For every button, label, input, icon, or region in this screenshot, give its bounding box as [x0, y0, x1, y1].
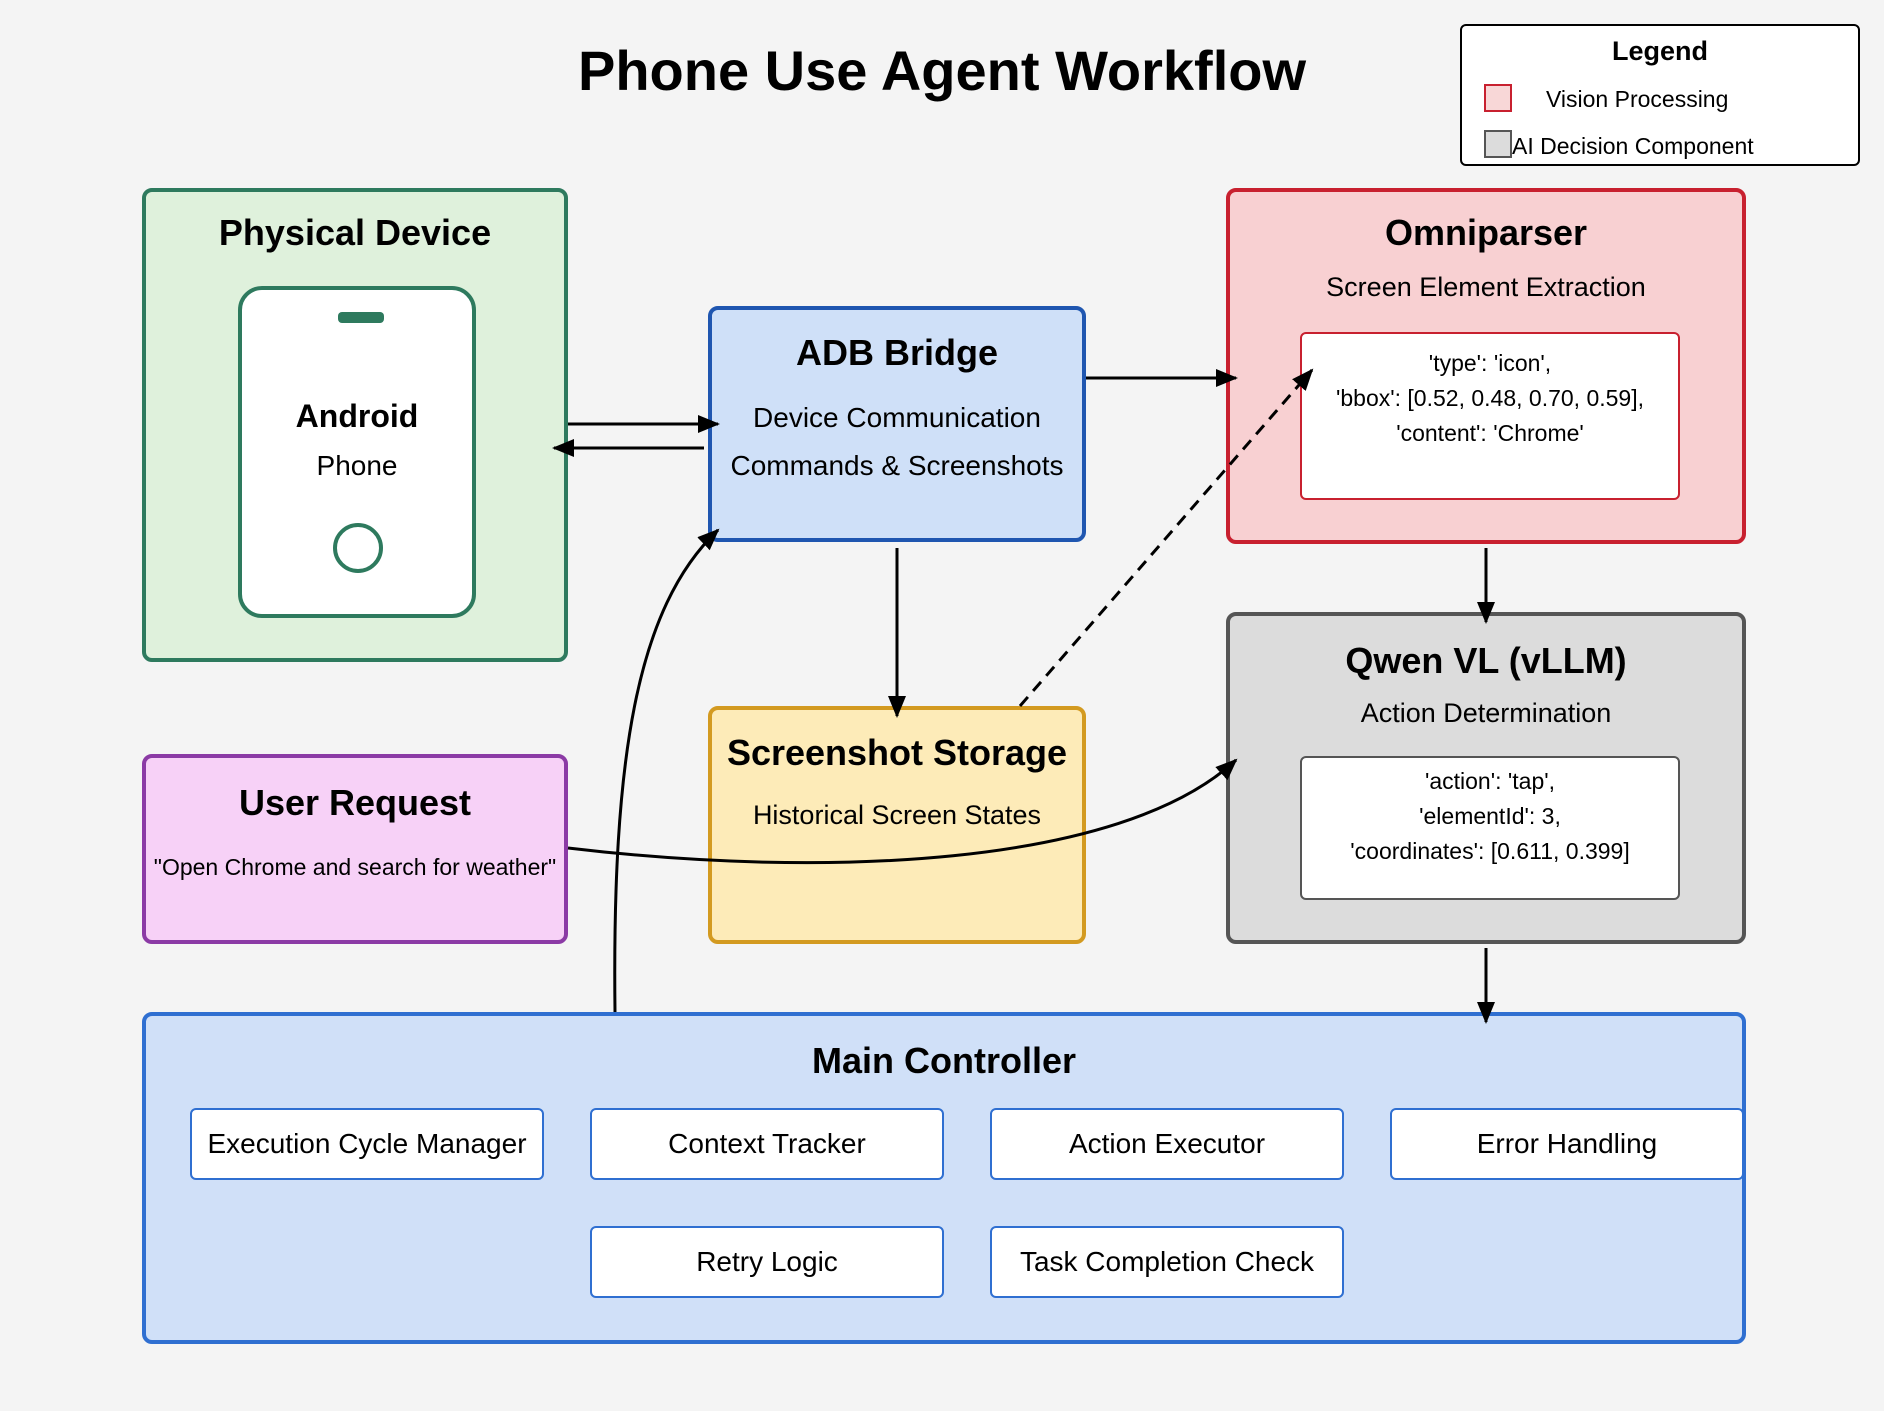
component-retry-logic: Retry Logic [590, 1226, 944, 1298]
legend-swatch-ai [1484, 130, 1512, 158]
qwen-vl-output-line: 'elementId': 3, [1419, 803, 1561, 829]
screenshot-storage-title: Screenshot Storage [726, 732, 1068, 773]
arrow-controller-to-adb [613, 528, 720, 1013]
diagram-title: Phone Use Agent Workflow [577, 39, 1307, 102]
physical-device-title: Physical Device [218, 212, 492, 253]
screenshot-storage-subtitle: Historical Screen States [752, 800, 1042, 830]
omniparser-output-line: 'content': 'Chrome' [1396, 420, 1584, 446]
adb-bridge-line2: Commands & Screenshots [730, 450, 1064, 481]
user-request-title: User Request [238, 782, 472, 823]
phone-title: Android [295, 398, 419, 434]
phone-home-button-icon [333, 523, 383, 573]
adb-bridge-title: ADB Bridge [795, 332, 998, 373]
omniparser-title: Omniparser [1384, 212, 1588, 253]
qwen-vl-output-card: 'action': 'tap', 'elementId': 3, 'coordi… [1300, 756, 1680, 900]
legend: Legend Vision Processing AI Decision Com… [1460, 24, 1860, 166]
user-request-text: "Open Chrome and search for weather" [153, 854, 557, 880]
phone-frame: Android Phone [238, 286, 476, 618]
main-controller-title: Main Controller [811, 1040, 1076, 1081]
omniparser-box: Omniparser Screen Element Extraction 'ty… [1226, 188, 1746, 544]
phone-speaker-icon [338, 312, 384, 323]
omniparser-output-line: 'type': 'icon', [1428, 350, 1552, 376]
component-execution-cycle-manager: Execution Cycle Manager [190, 1108, 544, 1180]
legend-swatch-vision [1484, 84, 1512, 112]
omniparser-subtitle: Screen Element Extraction [1326, 272, 1646, 302]
phone-subtitle: Phone [316, 450, 398, 481]
adb-bridge-box: ADB Bridge Device Communication Commands… [708, 306, 1086, 542]
omniparser-output-card: 'type': 'icon', 'bbox': [0.52, 0.48, 0.7… [1300, 332, 1680, 500]
qwen-vl-subtitle: Action Determination [1360, 698, 1612, 728]
qwen-vl-box: Qwen VL (vLLM) Action Determination 'act… [1226, 612, 1746, 944]
legend-label-vision: Vision Processing [1546, 86, 1729, 112]
adb-bridge-line1: Device Communication [753, 402, 1041, 433]
legend-label-ai: AI Decision Component [1512, 133, 1754, 159]
qwen-vl-output-line: 'coordinates': [0.611, 0.399] [1350, 838, 1630, 864]
qwen-vl-output-line: 'action': 'tap', [1424, 768, 1556, 794]
screenshot-storage-box: Screenshot Storage Historical Screen Sta… [708, 706, 1086, 944]
component-error-handling: Error Handling [1390, 1108, 1744, 1180]
main-controller-box: Main Controller Execution Cycle Manager … [142, 1012, 1746, 1344]
component-action-executor: Action Executor [990, 1108, 1344, 1180]
physical-device-box: Physical Device Android Phone [142, 188, 568, 662]
component-context-tracker: Context Tracker [590, 1108, 944, 1180]
legend-title: Legend [1611, 36, 1708, 66]
user-request-box: User Request "Open Chrome and search for… [142, 754, 568, 944]
component-task-completion-check: Task Completion Check [990, 1226, 1344, 1298]
qwen-vl-title: Qwen VL (vLLM) [1345, 640, 1627, 681]
omniparser-output-line: 'bbox': [0.52, 0.48, 0.70, 0.59], [1335, 385, 1644, 411]
